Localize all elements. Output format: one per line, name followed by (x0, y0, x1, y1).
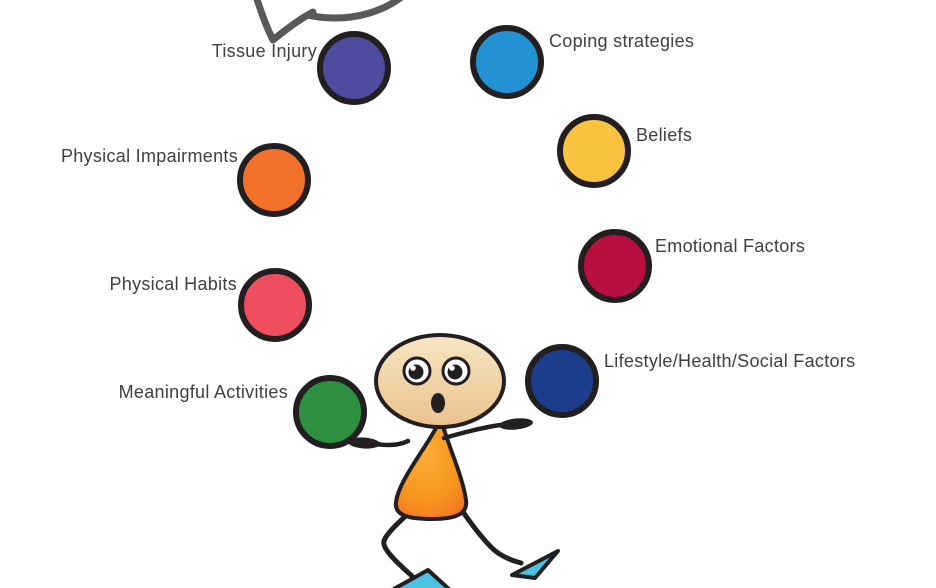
right-leg (456, 503, 524, 566)
left-shoe (391, 568, 451, 588)
right-arm (441, 422, 503, 441)
ball-coping-strategies (470, 25, 544, 99)
right-hand (499, 418, 533, 430)
left-leg (381, 508, 415, 579)
body (393, 424, 469, 521)
label-tissue-injury: Tissue Injury (211, 41, 317, 61)
speech-bubble (253, 0, 404, 44)
head (374, 333, 506, 429)
label-physical-impairments: Physical Impairments (60, 146, 238, 166)
label-physical-habits: Physical Habits (109, 274, 237, 294)
label-meaningful-activities: Meaningful Activities (118, 382, 288, 402)
mouth (431, 393, 445, 413)
label-beliefs: Beliefs (636, 125, 693, 145)
ball-tissue-injury (317, 31, 391, 105)
left-eye (402, 356, 432, 386)
ball-physical-impairments (237, 143, 311, 217)
label-lifestyle-health-social: Lifestyle/Health/Social Factors (604, 351, 856, 371)
ball-beliefs (557, 114, 631, 188)
ball-lifestyle-health-social (525, 344, 599, 418)
ball-physical-habits (238, 268, 312, 342)
ball-meaningful-activities (293, 375, 367, 449)
label-coping-strategies: Coping strategies (549, 31, 695, 51)
ball-emotional-factors (578, 229, 652, 303)
right-eye (441, 356, 471, 386)
left-hand (348, 437, 380, 449)
right-shoe (510, 549, 560, 580)
speech-bubble-tail (253, 0, 317, 44)
label-emotional-factors: Emotional Factors (655, 236, 806, 256)
juggler-figure (348, 333, 560, 588)
